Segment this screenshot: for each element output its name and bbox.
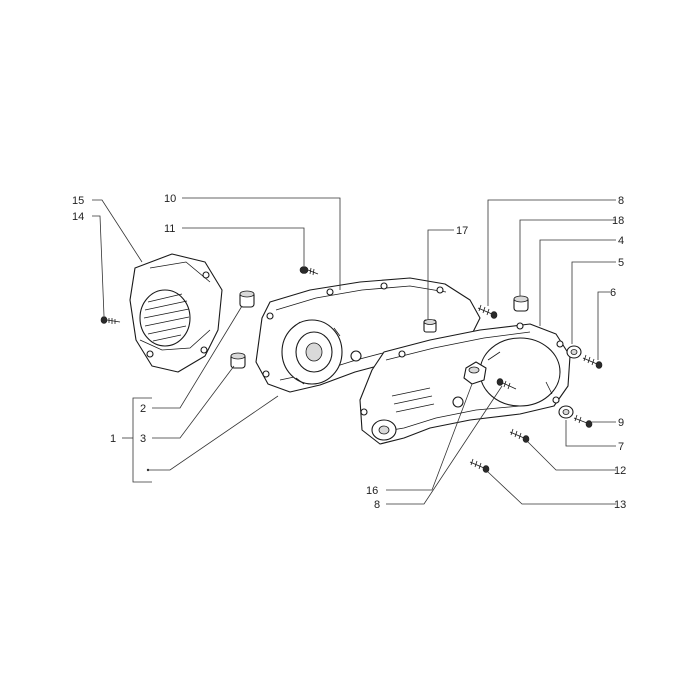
callout-11: 11 xyxy=(164,223,175,235)
fan-cover-part xyxy=(129,253,223,373)
callout-2: 2 xyxy=(140,403,146,415)
callout-labels: 15 14 10 11 2 1 3 17 8 18 4 5 6 9 7 12 1… xyxy=(72,193,626,511)
spacer-2-part xyxy=(239,290,255,308)
spacer-3-part xyxy=(230,352,246,369)
lever-16-part xyxy=(463,361,487,385)
callout-12: 12 xyxy=(614,465,626,477)
callout-6: 6 xyxy=(610,287,616,299)
callout-14: 14 xyxy=(72,211,84,223)
callout-8-lower: 8 xyxy=(374,499,380,511)
screw-8-lower-part xyxy=(496,378,517,390)
screw-12-part xyxy=(509,428,530,443)
group-bracket-1 xyxy=(122,397,152,483)
screw-11-part xyxy=(299,266,319,276)
callout-18: 18 xyxy=(612,215,624,227)
spacer-18-part xyxy=(513,295,529,312)
callout-4: 4 xyxy=(618,235,624,247)
callout-16: 16 xyxy=(366,485,378,497)
callout-3: 3 xyxy=(140,433,146,445)
fitting-17-part xyxy=(423,319,437,333)
screw-9-part xyxy=(573,414,593,428)
callout-17: 17 xyxy=(456,225,468,237)
callout-7: 7 xyxy=(618,441,624,453)
screw-14-part xyxy=(100,316,121,324)
callout-9: 9 xyxy=(618,417,624,429)
screw-13-part xyxy=(469,458,490,473)
callout-10: 10 xyxy=(164,193,176,205)
screw-8-top-part xyxy=(477,304,498,319)
fan-cover-grille xyxy=(143,293,190,342)
callout-13: 13 xyxy=(614,499,626,511)
washer-5-part xyxy=(566,345,582,359)
callout-5: 5 xyxy=(618,257,624,269)
callout-8-top: 8 xyxy=(618,195,624,207)
leader-lines xyxy=(92,197,616,505)
screw-6-part xyxy=(582,354,603,369)
callout-15: 15 xyxy=(72,195,84,207)
washer-7-part xyxy=(558,405,574,419)
callout-1: 1 xyxy=(110,433,116,445)
outer-cover-fins xyxy=(391,387,435,413)
